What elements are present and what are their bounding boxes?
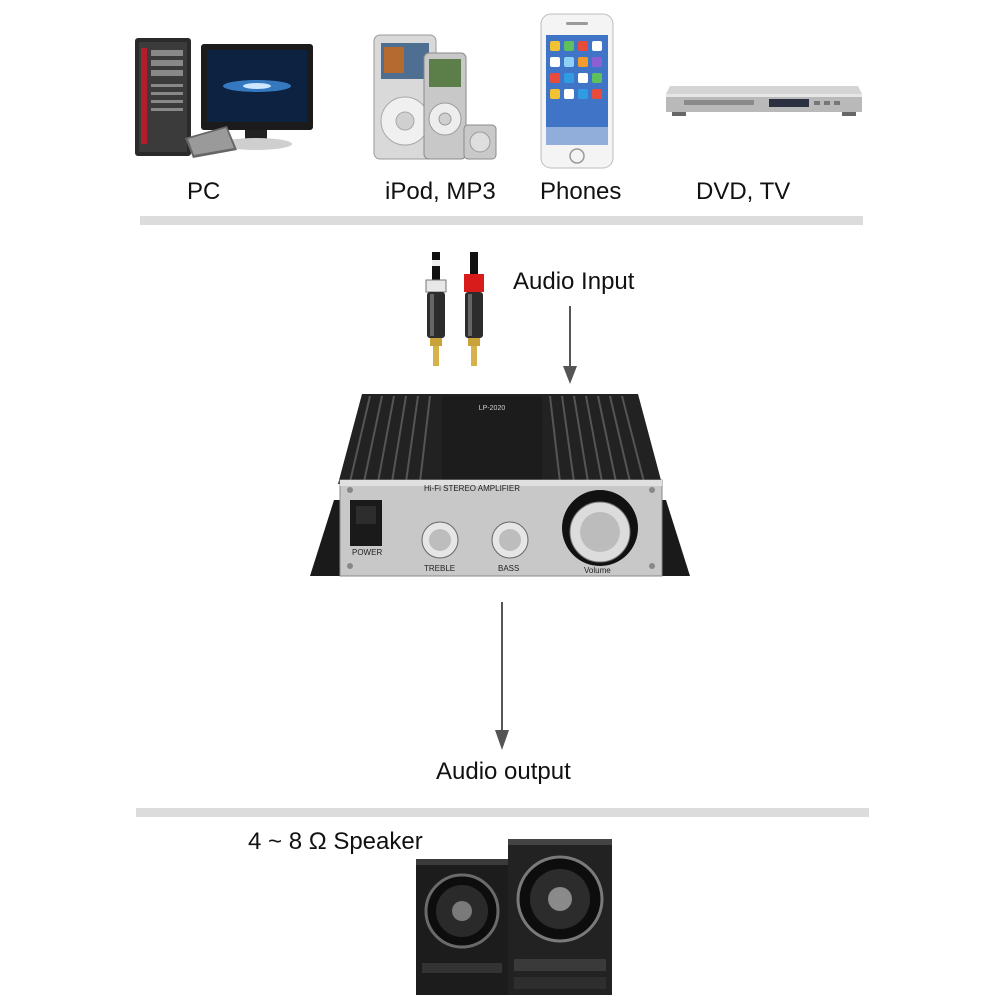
mp3-player-icon [373,34,497,160]
rca-plugs-icon [425,252,484,366]
top-divider [140,216,863,225]
bottom-divider [136,808,869,817]
amp-volume-label: Volume [584,566,611,575]
source-label-dvd-tv: DVD, TV [696,178,791,205]
amp-panel-title: Hi-Fi STEREO AMPLIFIER [424,484,521,493]
audio-output-label: Audio output [436,758,571,785]
source-label-pc: PC [187,178,221,205]
amp-treble-label: TREBLE [424,564,456,573]
amp-bass-label: BASS [498,564,520,573]
smartphone-icon [540,13,614,169]
pc-icon [135,38,313,158]
amp-power-label: POWER [352,548,383,557]
audio-output-arrow [495,602,509,750]
svg-text:LP-2020: LP-2020 [479,405,506,412]
audio-input-arrow [563,306,577,384]
speakers-icon [416,839,612,995]
source-label-phones: Phones [540,178,622,205]
amplifier-image: LP-2020 [310,394,690,577]
audio-input-label: Audio Input [513,268,635,295]
source-label-ipod-mp3: iPod, MP3 [385,178,496,205]
dvd-player-icon [666,86,862,116]
speaker-label: 4 ~ 8 Ω Speaker [248,828,423,855]
